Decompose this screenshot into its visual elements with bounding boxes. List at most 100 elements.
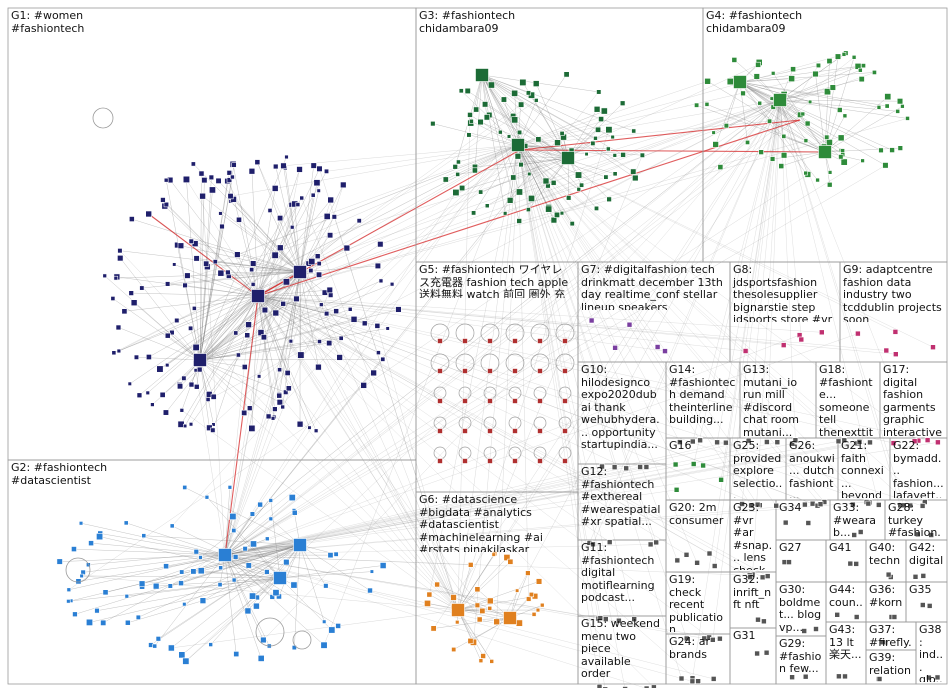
node bbox=[473, 106, 480, 113]
group-label-g7: G7: #digitalfashion tech drinkmatt decem… bbox=[581, 263, 723, 310]
node bbox=[815, 177, 820, 183]
edge bbox=[257, 295, 699, 682]
node bbox=[769, 96, 774, 101]
node bbox=[871, 70, 877, 75]
edge bbox=[224, 442, 871, 556]
edge bbox=[739, 81, 818, 181]
node bbox=[152, 582, 160, 590]
edge bbox=[167, 99, 781, 285]
edge bbox=[257, 104, 521, 297]
edge bbox=[237, 144, 519, 255]
node bbox=[264, 536, 270, 542]
edge bbox=[257, 295, 365, 324]
node bbox=[265, 413, 272, 420]
edge bbox=[181, 577, 281, 656]
edge bbox=[199, 280, 382, 361]
self-loop bbox=[508, 416, 522, 430]
node bbox=[911, 438, 918, 445]
node bbox=[584, 152, 589, 157]
node bbox=[767, 118, 773, 124]
self-loop bbox=[255, 617, 285, 647]
node bbox=[850, 501, 856, 508]
node bbox=[244, 607, 252, 615]
edge bbox=[481, 74, 596, 139]
edge bbox=[517, 144, 681, 443]
node bbox=[515, 588, 520, 593]
edge bbox=[224, 554, 258, 598]
edge bbox=[473, 144, 519, 214]
node bbox=[559, 211, 565, 216]
edge bbox=[503, 99, 519, 146]
edge bbox=[257, 295, 666, 352]
edge bbox=[517, 66, 859, 146]
node bbox=[630, 168, 637, 175]
edge bbox=[171, 144, 519, 527]
node bbox=[269, 594, 275, 600]
node bbox=[801, 628, 808, 634]
edge bbox=[195, 295, 259, 364]
edge bbox=[224, 442, 726, 556]
node bbox=[437, 368, 443, 374]
node bbox=[227, 193, 234, 200]
node bbox=[452, 189, 460, 197]
node bbox=[826, 182, 833, 188]
edge bbox=[167, 295, 259, 366]
node bbox=[319, 302, 324, 307]
edge bbox=[364, 144, 519, 324]
node bbox=[333, 551, 339, 557]
edge bbox=[517, 144, 676, 465]
edge bbox=[199, 199, 331, 361]
node bbox=[79, 573, 84, 579]
node bbox=[102, 589, 109, 596]
node bbox=[434, 581, 440, 588]
edge bbox=[457, 177, 514, 611]
node bbox=[700, 462, 706, 469]
node bbox=[182, 657, 190, 665]
node bbox=[836, 673, 842, 680]
node bbox=[694, 102, 700, 108]
self-loop bbox=[533, 386, 547, 400]
node bbox=[802, 673, 809, 680]
edge bbox=[209, 271, 301, 395]
edge bbox=[81, 575, 281, 579]
node bbox=[535, 607, 541, 613]
node bbox=[253, 602, 260, 610]
edge bbox=[199, 309, 399, 361]
node bbox=[890, 440, 897, 446]
node bbox=[516, 129, 523, 135]
node bbox=[190, 568, 197, 575]
node bbox=[478, 189, 484, 195]
edge bbox=[692, 99, 781, 442]
edge bbox=[487, 157, 569, 206]
node bbox=[694, 559, 700, 566]
edge bbox=[100, 533, 226, 556]
node bbox=[823, 88, 831, 96]
group-label-g4: G4: #fashiontech chidambara09 #ehealth #… bbox=[706, 9, 803, 32]
node bbox=[208, 642, 213, 647]
node bbox=[672, 461, 679, 468]
node bbox=[310, 192, 316, 198]
node bbox=[807, 99, 813, 104]
node bbox=[934, 674, 941, 681]
group-label-g35: G35 bbox=[909, 583, 932, 596]
node bbox=[179, 569, 185, 575]
node bbox=[930, 344, 936, 351]
edge bbox=[230, 201, 301, 273]
node bbox=[205, 397, 211, 402]
node bbox=[437, 338, 443, 344]
edge bbox=[257, 169, 300, 297]
edge bbox=[224, 91, 599, 556]
edge bbox=[739, 81, 879, 108]
edge bbox=[184, 487, 301, 546]
node bbox=[130, 299, 138, 307]
edge bbox=[589, 99, 781, 543]
node bbox=[714, 439, 720, 446]
node bbox=[539, 602, 545, 608]
edge bbox=[220, 544, 301, 568]
edge bbox=[251, 171, 259, 297]
group-label-g24: G24: ar brands bbox=[669, 635, 710, 661]
edge bbox=[739, 81, 811, 103]
node bbox=[215, 177, 222, 184]
node bbox=[506, 197, 514, 204]
edge bbox=[257, 295, 746, 352]
